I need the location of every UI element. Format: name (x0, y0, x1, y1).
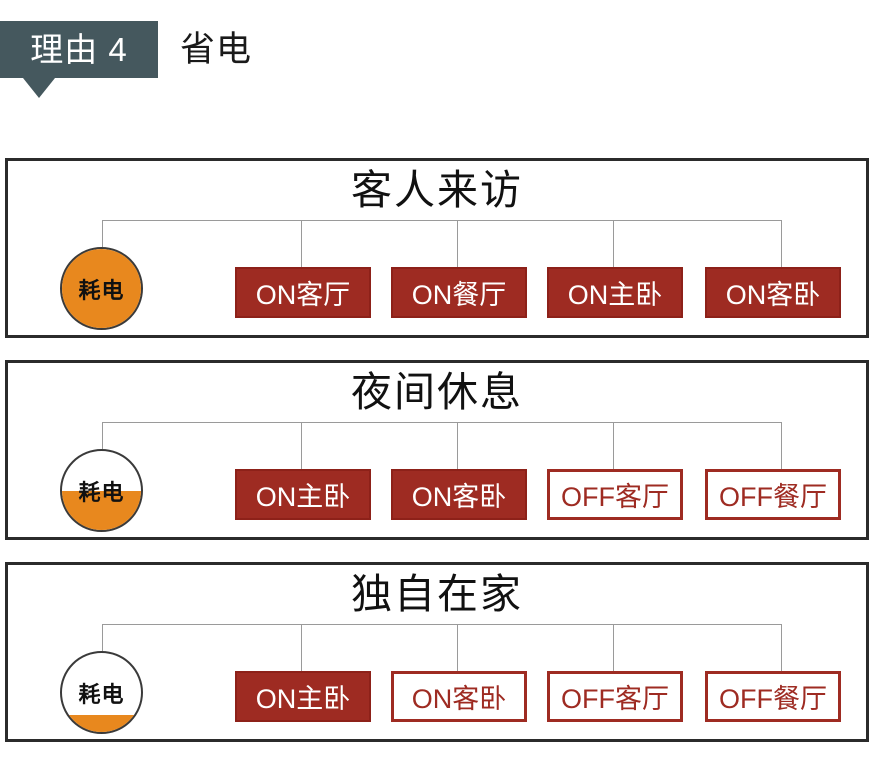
room-state-box[interactable]: OFF餐厅 (705, 469, 841, 520)
scenario-title: 客人来访 (351, 167, 523, 213)
connector-drop-to-gauge (102, 624, 103, 651)
room-state-box[interactable]: ON主卧 (547, 267, 683, 318)
connector-drop-to-box (457, 220, 458, 267)
connector-drop-to-box (613, 422, 614, 469)
scenario-panel: 夜间休息耗电 ON主卧 ON客卧 OFF客厅 OFF餐厅 (5, 360, 869, 540)
scenario-panel: 客人来访耗电 ON客厅 ON餐厅 ON主卧 ON客卧 (5, 158, 869, 338)
power-gauge-fill (62, 490, 141, 530)
room-state-box[interactable]: ON客卧 (391, 469, 527, 520)
room-state-box[interactable]: ON客卧 (705, 267, 841, 318)
connector-drop-to-box (457, 624, 458, 671)
connector-drop-to-box (301, 624, 302, 671)
scenario-panel: 独自在家耗电 ON主卧 ON客卧 OFF客厅 OFF餐厅 (5, 562, 869, 742)
connector-bus-line (102, 220, 782, 221)
power-gauge-fill (62, 714, 141, 732)
power-gauge: 耗电 (60, 247, 143, 330)
room-state-box[interactable]: OFF客厅 (547, 671, 683, 722)
power-gauge-fill (62, 249, 141, 328)
room-state-box[interactable]: ON主卧 (235, 671, 371, 722)
power-gauge: 耗电 (60, 449, 143, 532)
connector-drop-to-box (781, 422, 782, 469)
connector-drop-to-box (457, 422, 458, 469)
power-gauge: 耗电 (60, 651, 143, 734)
room-state-box[interactable]: OFF客厅 (547, 469, 683, 520)
reason-badge-label: 理由 4 (30, 31, 128, 68)
reason-badge: 理由 4 (0, 21, 158, 78)
connector-drop-to-gauge (102, 422, 103, 449)
connector-drop-to-box (613, 220, 614, 267)
connector-bus-line (102, 624, 782, 625)
connector-drop-to-gauge (102, 220, 103, 247)
room-state-box[interactable]: ON客卧 (391, 671, 527, 722)
page-title: 省电 (180, 30, 253, 69)
connector-drop-to-box (781, 220, 782, 267)
room-state-box[interactable]: ON主卧 (235, 469, 371, 520)
connector-drop-to-box (613, 624, 614, 671)
power-gauge-label: 耗电 (78, 681, 125, 707)
power-gauge-label: 耗电 (78, 277, 125, 303)
connector-drop-to-box (781, 624, 782, 671)
connector-bus-line (102, 422, 782, 423)
connector-drop-to-box (301, 220, 302, 267)
connector-drop-to-box (301, 422, 302, 469)
room-state-box[interactable]: OFF餐厅 (705, 671, 841, 722)
power-gauge-label: 耗电 (78, 479, 125, 505)
reason-badge-pointer-icon (23, 78, 55, 98)
room-state-box[interactable]: ON餐厅 (391, 267, 527, 318)
scenario-title: 独自在家 (351, 571, 523, 617)
header: 理由 4 省电 (0, 0, 875, 120)
scenario-title: 夜间休息 (351, 369, 523, 415)
room-state-box[interactable]: ON客厅 (235, 267, 371, 318)
